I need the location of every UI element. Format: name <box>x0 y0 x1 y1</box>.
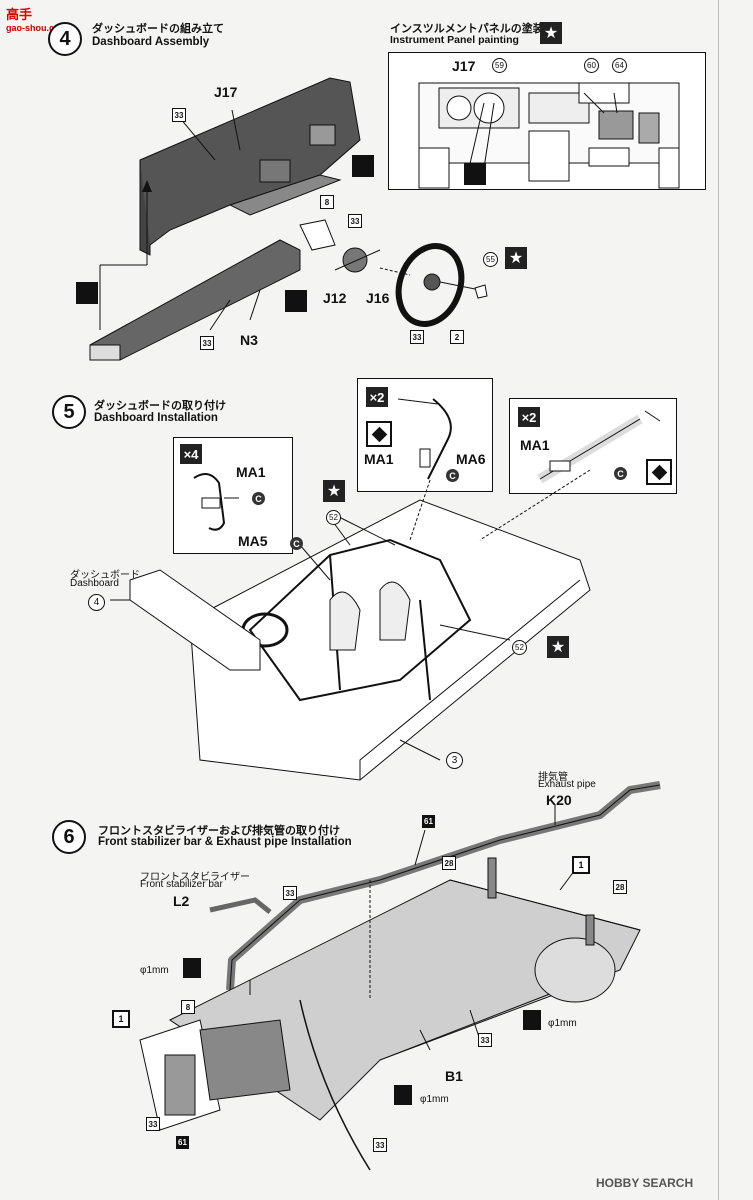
part-ref-28: 28 <box>613 880 627 894</box>
part-label-j17: J17 <box>214 84 238 100</box>
part-label-n3: N3 <box>240 332 258 348</box>
part-ref-33: 33 <box>373 1138 387 1152</box>
star-icon: ★ <box>323 480 345 502</box>
star-icon: ★ <box>505 247 527 269</box>
drill-icon <box>523 1010 541 1030</box>
quantity-badge: ×2 <box>366 387 388 407</box>
step-5-title-jp: ダッシュボードの取り付け <box>94 400 226 412</box>
part-label-b1: B1 <box>445 1068 463 1084</box>
c-marker: C <box>252 492 265 505</box>
drill-hole-note: φ1mm <box>140 965 169 976</box>
part-label-ma1: MA1 <box>520 437 550 453</box>
step-4-title-en: Dashboard Assembly <box>92 36 210 48</box>
part-ref-59: 59 <box>492 58 507 73</box>
belt-detail-box-2: ×2 MA1 MA6 C <box>357 378 493 492</box>
site-logo: 高手 gao-shou.com <box>6 4 68 33</box>
hobbysearch-watermark: HOBBY SEARCH <box>596 1176 694 1190</box>
paint-color-icon <box>352 155 374 177</box>
inset-frame <box>388 52 706 190</box>
step-4-title-jp: ダッシュボードの組み立て <box>92 23 224 35</box>
part-ref-52: 52 <box>326 510 341 525</box>
exhaust-label-en: Exhaust pipe <box>538 779 596 790</box>
dashboard-label-jp: ダッシュボード <box>70 570 140 581</box>
drill-size: φ1mm <box>140 965 169 976</box>
part-ref-33: 33 <box>348 214 362 228</box>
part-label-ma1: MA1 <box>364 451 394 467</box>
ref-step-4: 4 <box>88 594 105 611</box>
part-ref-1: 1 <box>112 1010 130 1028</box>
part-label-ma5: MA5 <box>238 533 268 549</box>
stabilizer-label-jp: フロントスタビライザー <box>140 872 250 883</box>
star-icon: ★ <box>547 636 569 658</box>
part-ref-52: 52 <box>512 640 527 655</box>
part-ref-33: 33 <box>283 886 297 900</box>
part-label-ma6: MA6 <box>456 451 486 467</box>
part-ref-61: 61 <box>176 1136 189 1149</box>
part-label-ma1: MA1 <box>236 464 266 480</box>
quantity-badge: ×4 <box>180 444 202 464</box>
c-marker: C <box>290 537 303 550</box>
part-label-j12: J12 <box>323 290 347 306</box>
part-ref-60: 60 <box>584 58 599 73</box>
part-label-l2: L2 <box>173 893 190 909</box>
belt-detail-box-1: ×4 MA1 C MA5 <box>173 437 293 554</box>
part-ref-28: 28 <box>442 856 456 870</box>
part-ref-64: 64 <box>612 58 627 73</box>
ref-step-3: 3 <box>446 752 463 769</box>
paint-color-icon <box>464 163 486 185</box>
part-label-k20: K20 <box>546 792 572 808</box>
drill-size: φ1mm <box>548 1018 577 1029</box>
drill-size: φ1mm <box>420 1094 449 1105</box>
star-icon: ★ <box>540 22 562 44</box>
stabilizer-label-en: Front stabilizer bar <box>140 879 223 890</box>
exhaust-label-jp: 排気管 <box>538 772 568 783</box>
part-ref-33: 33 <box>478 1033 492 1047</box>
dashboard-assembly-drawing <box>89 77 488 361</box>
part-label-j17: J17 <box>452 58 476 74</box>
quantity-badge: ×2 <box>518 407 540 427</box>
logo-sub: gao-shou.com <box>6 23 68 33</box>
instrument-panel-inset: インスツルメントパネルの塗装 Instrument Panel painting… <box>388 18 706 190</box>
belt-drawing <box>193 473 239 531</box>
part-ref-61: 61 <box>422 815 435 828</box>
part-ref-33: 33 <box>410 330 424 344</box>
page-fold-line <box>718 0 719 1200</box>
belt-detail-box-3: ×2 MA1 C <box>509 398 677 494</box>
drill-icon <box>183 958 201 978</box>
step-6-title-en: Front stabilizer bar & Exhaust pipe Inst… <box>98 836 352 848</box>
belt-drawing <box>537 410 661 484</box>
logo-text: 高手 <box>6 7 33 22</box>
instrument-panel-drawing <box>418 82 680 189</box>
step-4-number: 4 <box>48 22 82 56</box>
part-ref-8: 8 <box>320 195 334 209</box>
part-ref-33: 33 <box>200 336 214 350</box>
diamond-icon <box>366 421 392 447</box>
step-5-title-en: Dashboard Installation <box>94 412 218 424</box>
dashboard-installation-drawing <box>110 469 591 781</box>
c-marker: C <box>614 467 627 480</box>
diamond-icon <box>646 459 672 485</box>
paint-color-icon <box>76 282 98 304</box>
part-ref-8: 8 <box>181 1000 195 1014</box>
step-5-number: 5 <box>52 395 86 429</box>
part-ref-33: 33 <box>172 108 186 122</box>
paint-color-icon <box>285 290 307 312</box>
drill-icon <box>394 1085 412 1105</box>
part-label-j16: J16 <box>366 290 390 306</box>
part-ref-1: 1 <box>572 856 590 874</box>
c-marker: C <box>446 469 459 482</box>
step-6-number: 6 <box>52 820 86 854</box>
part-ref-33: 33 <box>146 1117 160 1131</box>
belt-drawing <box>397 398 452 480</box>
part-ref-2: 2 <box>450 330 464 344</box>
step-6-title-jp: フロントスタビライザーおよび排気管の取り付け <box>98 825 340 837</box>
inset-title-en: Instrument Panel painting <box>390 34 519 46</box>
part-ref-55: 55 <box>483 252 498 267</box>
dashboard-label-en: Dashboard <box>70 578 119 589</box>
inset-title-jp: インスツルメントパネルの塗装 <box>390 23 544 35</box>
